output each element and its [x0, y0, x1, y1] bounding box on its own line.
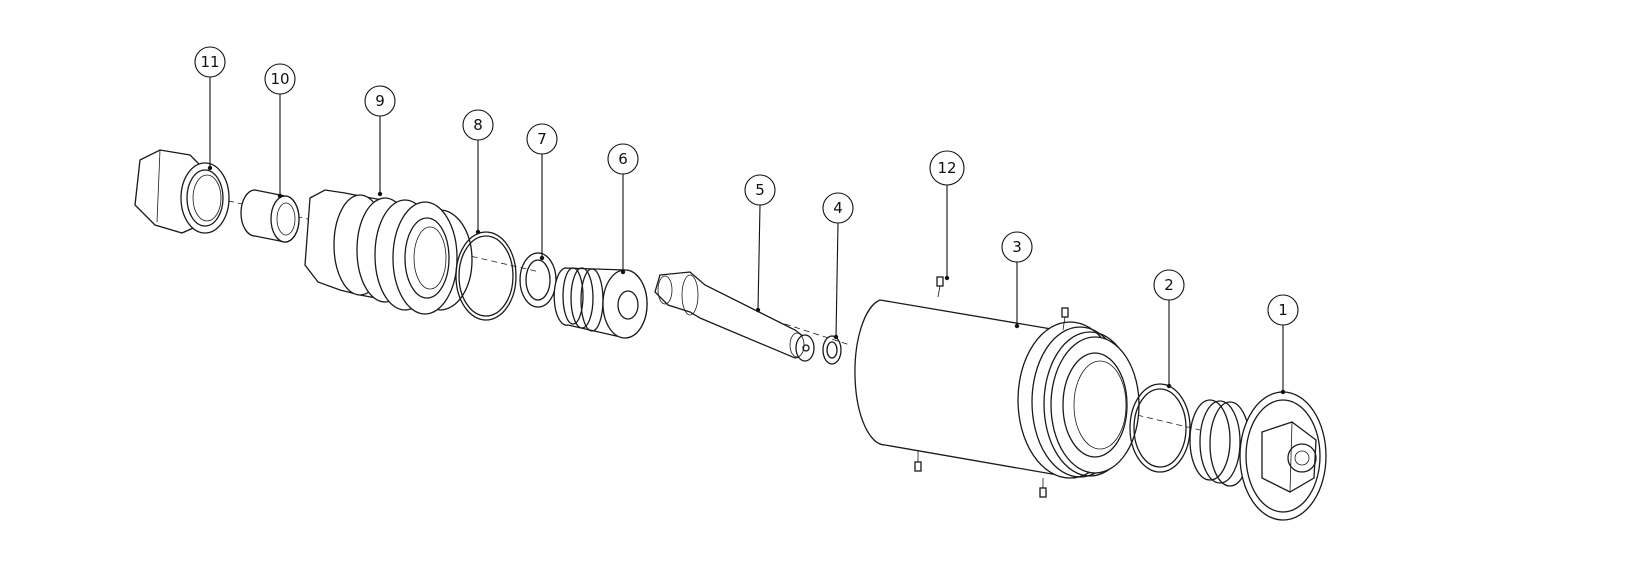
part-3-housing — [854, 299, 1140, 479]
part-7-ring — [519, 252, 557, 308]
part-8-o-ring — [455, 231, 517, 321]
part-10-sleeve — [240, 189, 300, 243]
leader-lines — [209, 76, 1284, 392]
callout-4: 4 — [822, 192, 854, 224]
part-2-o-ring — [1129, 383, 1191, 473]
leader-dots — [207, 165, 1286, 395]
callout-12: 12 — [929, 150, 965, 186]
callout-2: 2 — [1153, 269, 1185, 301]
part-12-set-screws — [914, 276, 1069, 498]
callout-1-label: 1 — [1278, 301, 1288, 319]
callout-1: 1 — [1267, 294, 1299, 326]
part-11-hex-nut — [134, 149, 230, 234]
part-5-stem — [654, 271, 815, 362]
callout-5-label: 5 — [755, 181, 765, 199]
callout-11-label: 11 — [200, 53, 219, 71]
callout-10: 10 — [264, 63, 296, 95]
callout-3: 3 — [1001, 231, 1033, 263]
part-4-washer — [822, 335, 842, 365]
callout-10-label: 10 — [270, 70, 289, 88]
part-9-body — [304, 189, 473, 315]
callout-9-label: 9 — [375, 92, 385, 110]
callout-5: 5 — [744, 174, 776, 206]
callout-9: 9 — [364, 85, 396, 117]
callout-11: 11 — [194, 46, 226, 78]
callout-8-label: 8 — [473, 116, 483, 134]
callout-6-label: 6 — [618, 150, 628, 168]
callout-2-label: 2 — [1164, 276, 1174, 294]
callout-7: 7 — [526, 123, 558, 155]
part-1-end-plug — [1189, 391, 1327, 521]
part-6-valve-seat — [553, 267, 648, 339]
callout-4-label: 4 — [833, 199, 843, 217]
callout-8: 8 — [462, 109, 494, 141]
callout-12-label: 12 — [937, 159, 956, 177]
callout-7-label: 7 — [537, 130, 547, 148]
callout-6: 6 — [607, 143, 639, 175]
callout-3-label: 3 — [1012, 238, 1022, 256]
